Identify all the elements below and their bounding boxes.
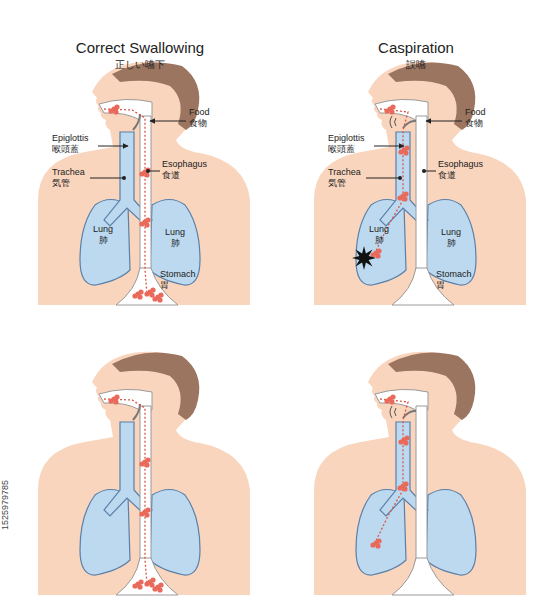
- part-name: Lung: [88, 225, 118, 235]
- part-name: 肺: [160, 239, 190, 249]
- leader-line: [366, 178, 400, 179]
- part-name: 気管: [328, 179, 346, 189]
- hair: [112, 352, 199, 420]
- leader-line: [98, 146, 128, 147]
- leader-dot: [122, 176, 126, 180]
- pain-burst: [352, 246, 376, 270]
- body-outline: [314, 352, 526, 595]
- part-name: Lung: [160, 228, 190, 238]
- cough-mark: [390, 116, 396, 128]
- body-figure: [314, 62, 526, 305]
- leader-line: [90, 178, 124, 179]
- panel-subtitle: 正しい嚥下: [40, 59, 240, 70]
- food-bolus: [397, 481, 408, 491]
- panel-title: Caspiration: [316, 40, 516, 57]
- food-bolus: [139, 457, 150, 467]
- hair: [388, 62, 475, 130]
- food-bolus: [152, 292, 163, 302]
- part-name: 食道: [438, 171, 456, 181]
- leader-dot: [422, 169, 426, 173]
- food-bolus: [144, 577, 155, 587]
- epiglottis: [133, 404, 140, 420]
- stomach: [392, 558, 454, 595]
- part-name: 肺: [88, 236, 118, 246]
- body-outline: [38, 352, 250, 595]
- right-lung: [150, 200, 200, 286]
- food-bolus: [370, 538, 381, 548]
- right-lung: [426, 200, 476, 286]
- food-bolus: [152, 582, 163, 592]
- leader-line: [150, 121, 186, 122]
- food-path: [104, 399, 147, 584]
- part-name: 食物: [189, 119, 207, 129]
- part-name: Stomach: [436, 270, 472, 280]
- body-figure: [38, 352, 250, 595]
- food-path: [374, 399, 408, 545]
- food-bolus: [384, 104, 395, 114]
- part-name: Food: [465, 108, 486, 118]
- body-figure: [314, 352, 526, 595]
- leader-line: [426, 121, 462, 122]
- part-name: Lung: [436, 228, 466, 238]
- part-name: 胃: [160, 281, 169, 291]
- right-lung: [150, 490, 200, 576]
- part-name: 肺: [436, 239, 466, 249]
- leader-line: [374, 146, 404, 147]
- food-bolus: [144, 287, 155, 297]
- part-name: Food: [189, 108, 210, 118]
- food-bolus: [139, 507, 150, 517]
- hair: [388, 352, 475, 420]
- food-bolus: [398, 145, 409, 155]
- part-name: 食道: [162, 171, 180, 181]
- part-name: 肺: [364, 236, 394, 246]
- hair: [112, 62, 199, 130]
- food-bolus: [139, 217, 150, 227]
- body-figure: [38, 62, 250, 305]
- body-outline: [38, 62, 250, 305]
- panel-subtitle: 誤嚥: [316, 59, 516, 70]
- leader-dot: [398, 176, 402, 180]
- part-name: 喉頭蓋: [52, 145, 79, 155]
- leader-dot: [146, 169, 150, 173]
- body-outline: [314, 62, 526, 305]
- food-bolus: [397, 191, 408, 201]
- food-path: [104, 109, 147, 294]
- part-name: 胃: [436, 281, 445, 291]
- esophagus: [416, 406, 427, 562]
- food-bolus: [108, 104, 119, 114]
- stomach: [116, 558, 178, 595]
- part-name: Trachea: [328, 168, 361, 178]
- epiglottis: [133, 114, 140, 130]
- esophagus: [416, 116, 427, 272]
- cough-mark: [390, 406, 396, 418]
- part-name: Epiglottis: [328, 134, 365, 144]
- part-name: Esophagus: [438, 160, 483, 170]
- right-lung: [426, 490, 476, 576]
- food-bolus: [139, 167, 150, 177]
- part-name: Trachea: [52, 168, 85, 178]
- part-name: 喉頭蓋: [328, 145, 355, 155]
- part-name: 食物: [465, 119, 483, 129]
- food-bolus: [132, 579, 143, 589]
- food-bolus: [108, 394, 119, 404]
- food-bolus: [132, 289, 143, 299]
- watermark: 1525979785: [1, 455, 11, 555]
- part-name: Lung: [364, 225, 394, 235]
- part-name: 気管: [52, 179, 70, 189]
- panel-title: Correct Swallowing: [40, 40, 240, 57]
- part-name: Esophagus: [162, 160, 207, 170]
- part-name: Epiglottis: [52, 134, 89, 144]
- food-bolus: [398, 435, 409, 445]
- food-bolus: [384, 394, 395, 404]
- part-name: Stomach: [160, 270, 196, 280]
